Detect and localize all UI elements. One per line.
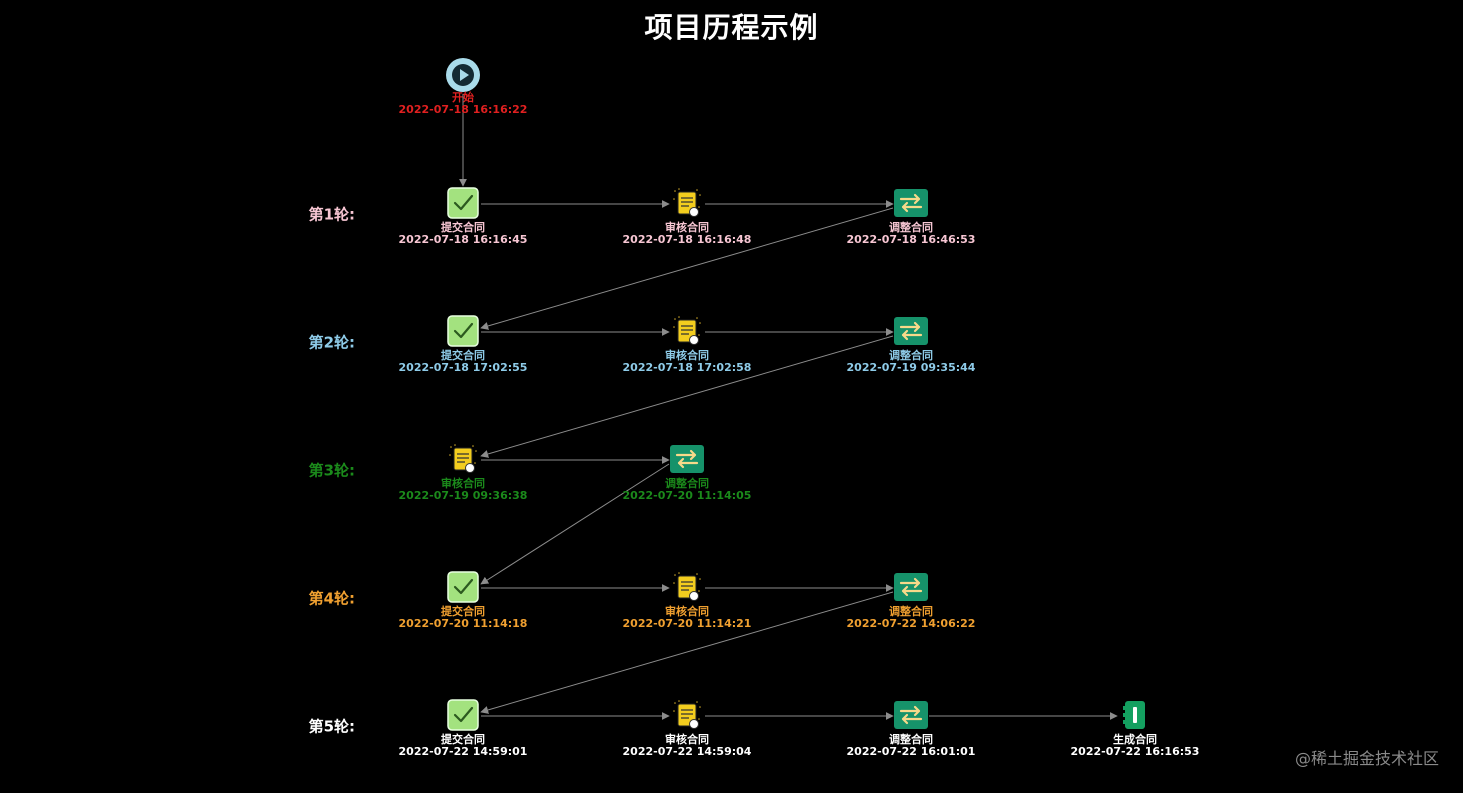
round-label-5: 第5轮: xyxy=(308,717,355,736)
node-timestamp: 2022-07-22 16:01:01 xyxy=(846,745,976,758)
review-note-icon xyxy=(669,571,705,603)
round-label-2: 第2轮: xyxy=(308,333,355,352)
node-label: 开始 xyxy=(452,91,474,104)
node-timestamp: 2022-07-18 16:46:53 xyxy=(846,233,976,246)
node-timestamp: 2022-07-18 16:16:45 xyxy=(398,233,528,246)
node-timestamp: 2022-07-22 14:59:04 xyxy=(622,745,752,758)
round-label-4: 第4轮: xyxy=(308,589,355,608)
node-timestamp: 2022-07-22 16:16:53 xyxy=(1070,745,1200,758)
flow-edge xyxy=(480,207,894,330)
node-label: 调整合同 xyxy=(665,477,709,490)
check-icon xyxy=(445,315,481,347)
adjust-arrows-icon xyxy=(893,315,929,347)
node-timestamp: 2022-07-22 14:59:01 xyxy=(398,745,528,758)
node-label: 审核合同 xyxy=(665,221,709,234)
adjust-arrows-icon xyxy=(893,187,929,219)
node-label: 生成合同 xyxy=(1113,733,1157,746)
node-label: 调整合同 xyxy=(889,221,933,234)
node-timestamp: 2022-07-18 17:02:58 xyxy=(622,361,752,374)
check-icon xyxy=(445,699,481,731)
node-timestamp: 2022-07-18 17:02:55 xyxy=(398,361,528,374)
flow-edge xyxy=(480,591,894,714)
review-note-icon xyxy=(669,315,705,347)
node-label: 提交合同 xyxy=(441,733,485,746)
node-timestamp: 2022-07-20 11:14:05 xyxy=(622,489,752,502)
node-label: 提交合同 xyxy=(441,349,485,362)
node-timestamp: 2022-07-22 14:06:22 xyxy=(846,617,976,630)
node-timestamp: 2022-07-18 16:16:48 xyxy=(622,233,752,246)
flow-edge xyxy=(480,463,670,585)
node-label: 提交合同 xyxy=(441,221,485,234)
watermark: @稀土掘金技术社区 xyxy=(1294,749,1439,768)
review-note-icon xyxy=(669,699,705,731)
node-label: 审核合同 xyxy=(665,733,709,746)
adjust-arrows-icon xyxy=(893,699,929,731)
node-label: 提交合同 xyxy=(441,605,485,618)
node-label: 调整合同 xyxy=(889,349,933,362)
play-icon xyxy=(445,57,481,92)
check-icon xyxy=(445,187,481,219)
adjust-arrows-icon xyxy=(893,571,929,603)
review-note-icon xyxy=(445,443,481,475)
page-title: 项目历程示例 xyxy=(644,11,819,44)
node-label: 调整合同 xyxy=(889,733,933,746)
node-timestamp: 2022-07-20 11:14:21 xyxy=(622,617,752,630)
flow-edge xyxy=(480,335,894,458)
generate-contract-icon xyxy=(1117,699,1153,731)
node-timestamp: 2022-07-19 09:35:44 xyxy=(846,361,976,374)
round-label-3: 第3轮: xyxy=(308,461,355,480)
node-label: 审核合同 xyxy=(441,477,485,490)
node-timestamp: 2022-07-20 11:14:18 xyxy=(398,617,528,630)
review-note-icon xyxy=(669,187,705,219)
node-timestamp: 2022-07-19 09:36:38 xyxy=(398,489,528,502)
check-icon xyxy=(445,571,481,603)
node-timestamp: 2022-07-18 16:16:22 xyxy=(398,103,528,116)
node-label: 审核合同 xyxy=(665,349,709,362)
node-label: 调整合同 xyxy=(889,605,933,618)
node-label: 审核合同 xyxy=(665,605,709,618)
round-label-1: 第1轮: xyxy=(308,205,355,224)
adjust-arrows-icon xyxy=(669,443,705,475)
